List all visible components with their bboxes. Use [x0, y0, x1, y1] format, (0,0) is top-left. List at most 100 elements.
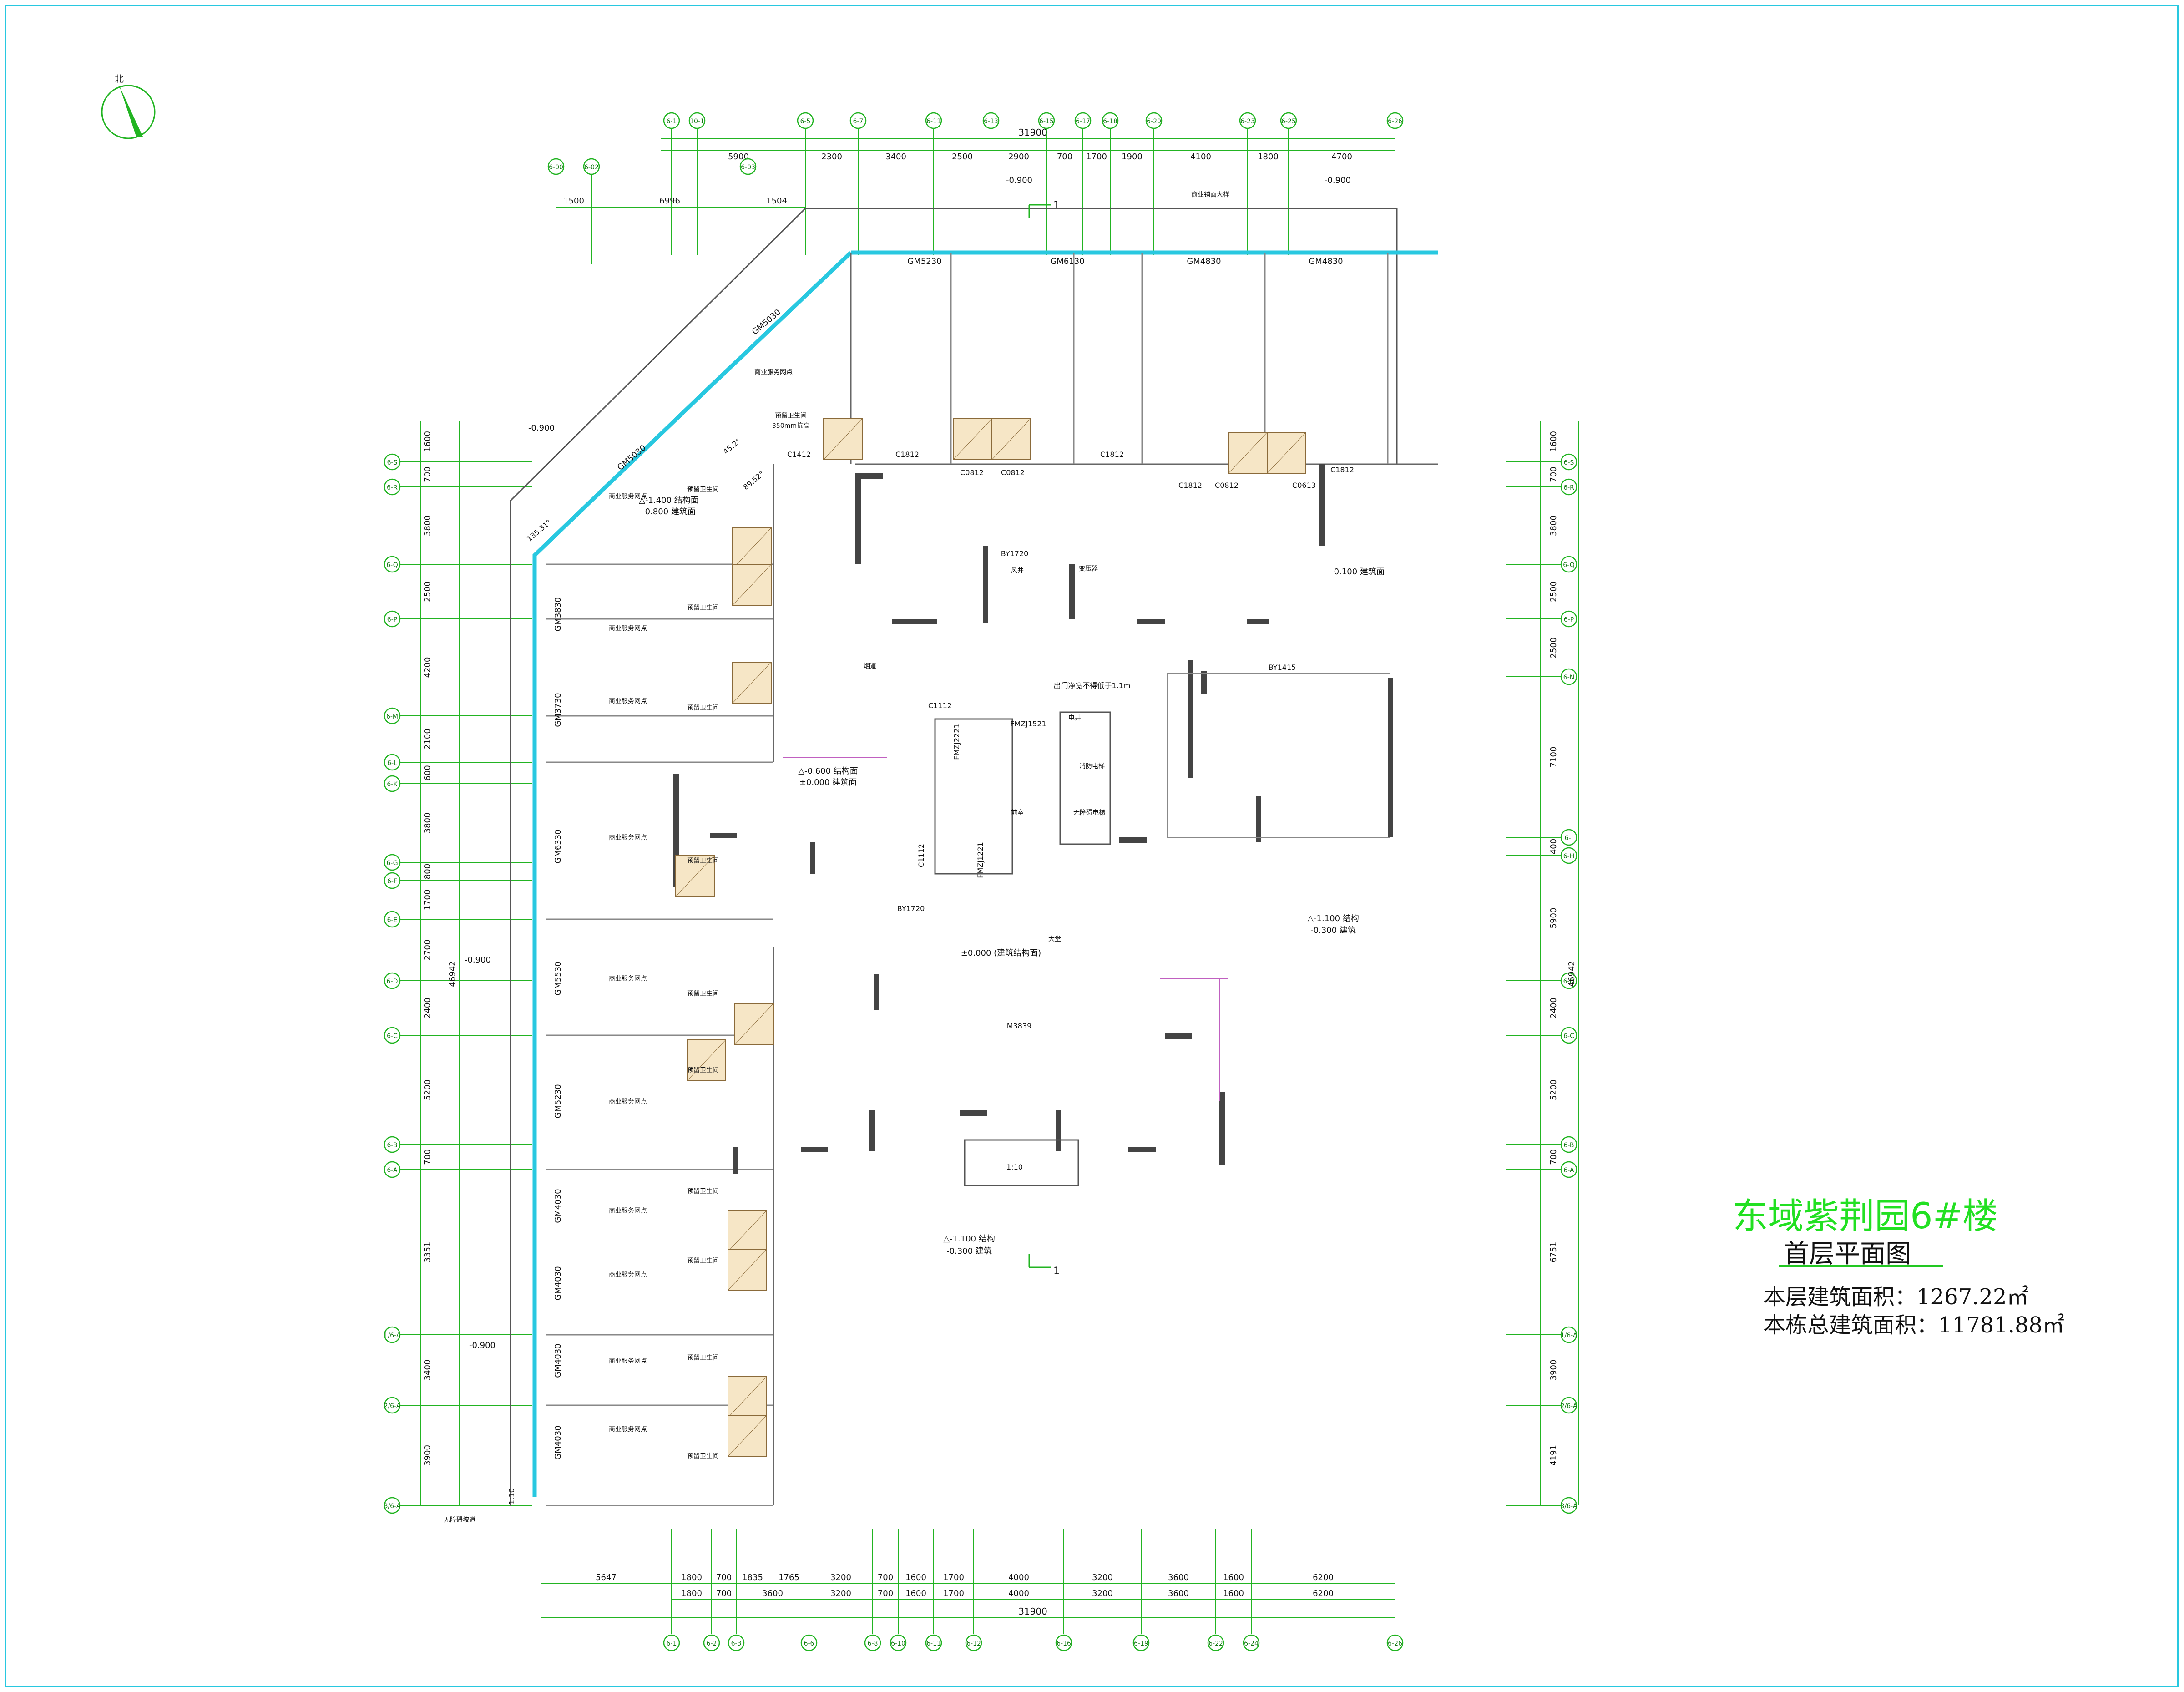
axis-right-6-R: 6-R [1563, 484, 1574, 491]
axis-right-6-N: 6-N [1563, 674, 1574, 681]
hatch [823, 418, 863, 460]
dim-left: 4191 [420, 0, 440, 2]
dim-right: 2500 [1549, 581, 1558, 602]
dim-bottom-2: 1800 [681, 1589, 702, 1598]
opening-label: C0613 [1292, 481, 1316, 490]
window-label: GM4030 [553, 1189, 563, 1223]
room-label: 无障碍坡道 [444, 1516, 475, 1524]
dim-top-inner: 5900 [728, 152, 749, 162]
room-label: 变压器 [1079, 565, 1098, 572]
dim-bottom-2: 3200 [830, 1589, 851, 1598]
axis-right-6-B: 6-B [1563, 1142, 1574, 1149]
level-label: -0.900 [1006, 176, 1032, 185]
room-label: 预留卫生间 [687, 1257, 719, 1265]
window-label: GM5230 [553, 1084, 563, 1118]
room-label: 预留卫生间 [687, 704, 719, 712]
dim-right: 2400 [1549, 998, 1558, 1018]
opening-label: C0812 [1215, 481, 1239, 490]
dim-right: 2500 [1549, 638, 1558, 659]
dim-bottom-2: 1700 [943, 1589, 964, 1598]
window-label: GM4830 [1309, 257, 1343, 266]
opening-label: C1812 [895, 450, 919, 459]
axis-bubble [1055, 1634, 1072, 1651]
axis-bottom-6-10: 6-10 [891, 1640, 905, 1647]
stair-core [934, 718, 1013, 875]
dim-right: 7100 [1549, 747, 1558, 768]
dim-left: 3800 [423, 813, 432, 834]
wall-block [810, 842, 815, 874]
axis-top-6-15: 6-15 [1039, 118, 1054, 125]
room-label: 大堂 [1048, 936, 1061, 943]
level-label: ±0.000 (建筑结构面) [961, 948, 1041, 958]
axis-top-10-1: 10-1 [690, 118, 704, 125]
axis-left-6-R: 6-R [387, 484, 398, 491]
axis-left-2/6-A: 2/6-A [384, 1403, 401, 1410]
axis-bubble [384, 972, 401, 989]
axis-top-6-11: 6-11 [926, 118, 941, 125]
axis-bubble [800, 1634, 818, 1651]
room-label: 商业服务网点 [609, 834, 647, 841]
drawing-title: 首层平面图 [1784, 1239, 1911, 1269]
window-label: GM3830 [553, 597, 563, 631]
axis-bubble [547, 158, 565, 175]
title-underline [1779, 1265, 1943, 1267]
opening-label: C1812 [1100, 450, 1124, 459]
dim-right-total: 46942 [1567, 961, 1577, 987]
wall-block [1219, 1092, 1225, 1165]
room-label: 预留卫生间 [687, 486, 719, 493]
axis-top2-6-00: 6-00 [549, 164, 563, 171]
entrance-canopy [964, 1139, 1079, 1186]
dim-bottom-1: 1835 [742, 1573, 763, 1582]
dim-right: 1600 [1549, 431, 1558, 452]
site-line [805, 208, 1398, 464]
axis-bubble [1560, 556, 1577, 573]
axis-left-6-S: 6-S [387, 459, 398, 466]
floor-area: 本层建筑面积：1267.22㎡ [1764, 1284, 2029, 1310]
axis-bubble [663, 112, 680, 129]
wall-block [1119, 837, 1147, 843]
axis-bubble [384, 453, 401, 471]
axis-bubble [1560, 1027, 1577, 1044]
wall-block [960, 1110, 987, 1116]
room-label: 消防电梯 [1079, 763, 1105, 770]
drawing-frame [5, 5, 2179, 1687]
dim-bottom-2: 1600 [905, 1589, 926, 1598]
dim-top-inner: 1800 [1258, 152, 1279, 162]
room-label: 商业服务网点 [609, 1358, 647, 1365]
dim-bottom-1: 1700 [943, 1573, 964, 1582]
dim-top-left: 1500 [563, 196, 584, 206]
room-label: 预留卫生间 [687, 1453, 719, 1460]
axis-bubble [1560, 1136, 1577, 1153]
axis-bottom-6-16: 6-16 [1057, 1640, 1071, 1647]
room-label: 商业服务网点 [754, 369, 793, 376]
opening-label: BY1720 [897, 904, 925, 913]
axis-bubble [384, 478, 401, 496]
axis-left-6-C: 6-C [387, 1033, 398, 1040]
hatch [687, 1039, 726, 1081]
dim-bottom-1: 1600 [905, 1573, 926, 1582]
dim-bottom-total: 31900 [1018, 1606, 1047, 1617]
north-arrow-icon [119, 86, 143, 137]
section-mark: 1 [1053, 1266, 1060, 1277]
axis-bubble [1386, 1634, 1404, 1651]
axis-right-6-A: 6-A [1563, 1167, 1574, 1174]
room-label: 无障碍电梯 [1073, 809, 1105, 816]
wall-block [733, 1147, 738, 1174]
level-label: -0.800 建筑面 [642, 507, 696, 517]
axis-top2-6-02: 6-02 [584, 164, 599, 171]
dim-left: 3800 [423, 515, 432, 536]
wall-block [1165, 1033, 1192, 1039]
hatch [728, 1415, 767, 1457]
axis-bubble [1560, 1326, 1577, 1343]
dim-right: 6751 [1549, 1242, 1558, 1263]
dim-top-inner: 2300 [821, 152, 842, 162]
opening-label: FMZJ1221 [976, 842, 985, 878]
axis-bubble [1560, 478, 1577, 496]
axis-bubble [1145, 112, 1163, 129]
level-label: -0.900 [528, 423, 555, 433]
dim-left: 2400 [423, 998, 432, 1018]
axis-top-6-5: 6-5 [800, 118, 811, 125]
room-label: 预留卫生间 [687, 604, 719, 612]
elevator-core [1059, 711, 1111, 845]
axis-left-6-D: 6-D [387, 978, 398, 985]
